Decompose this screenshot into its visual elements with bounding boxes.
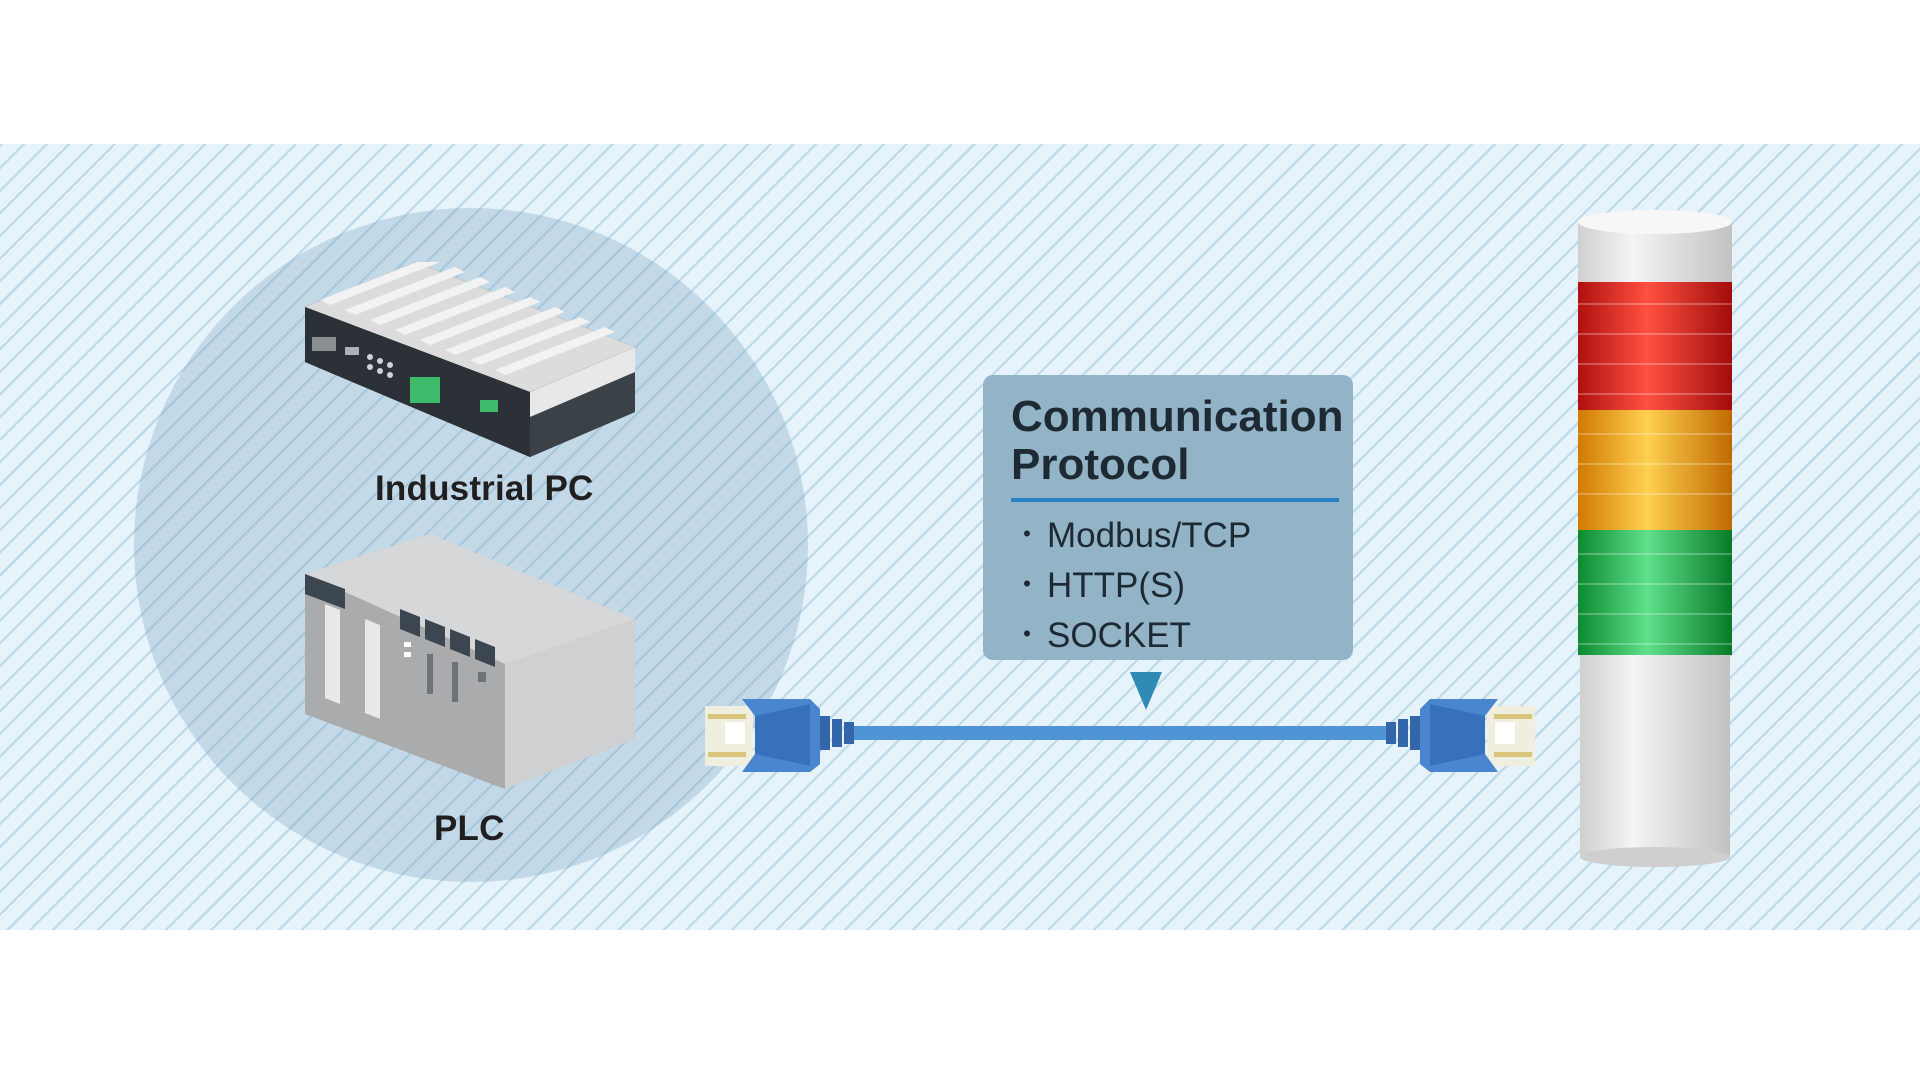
signal-tower-image (1570, 204, 1740, 879)
bullet-icon: ・ (1013, 519, 1042, 550)
protocol-item: ・HTTP(S) (1013, 566, 1186, 605)
right-connector (1386, 699, 1535, 772)
industrial-pc-label: Industrial PC (375, 469, 594, 508)
protocol-title: Communication Protocol (1011, 393, 1361, 489)
protocol-title-line2: Protocol (1011, 440, 1190, 489)
bullet-icon: ・ (1013, 619, 1042, 650)
protocol-item: ・SOCKET (1013, 616, 1191, 655)
protocol-item: ・Modbus/TCP (1013, 516, 1252, 555)
amber-tier (1578, 410, 1732, 530)
bullet-icon: ・ (1013, 569, 1042, 600)
plc-label: PLC (434, 809, 505, 848)
industrial-pc-image (300, 262, 640, 462)
protocol-divider (1011, 498, 1339, 502)
green-tier (1578, 530, 1732, 655)
ethernet-cable (700, 694, 1540, 779)
down-arrow-icon (1130, 672, 1162, 710)
left-connector (705, 699, 854, 772)
protocol-list: ・Modbus/TCP ・HTTP(S) ・SOCKET (1013, 510, 1251, 660)
protocol-title-line1: Communication (1011, 392, 1344, 441)
protocol-callout: Communication Protocol ・Modbus/TCP ・HTTP… (983, 375, 1353, 660)
striped-background: Industrial PC (0, 144, 1920, 930)
plc-image (300, 534, 640, 794)
red-tier (1578, 282, 1732, 410)
